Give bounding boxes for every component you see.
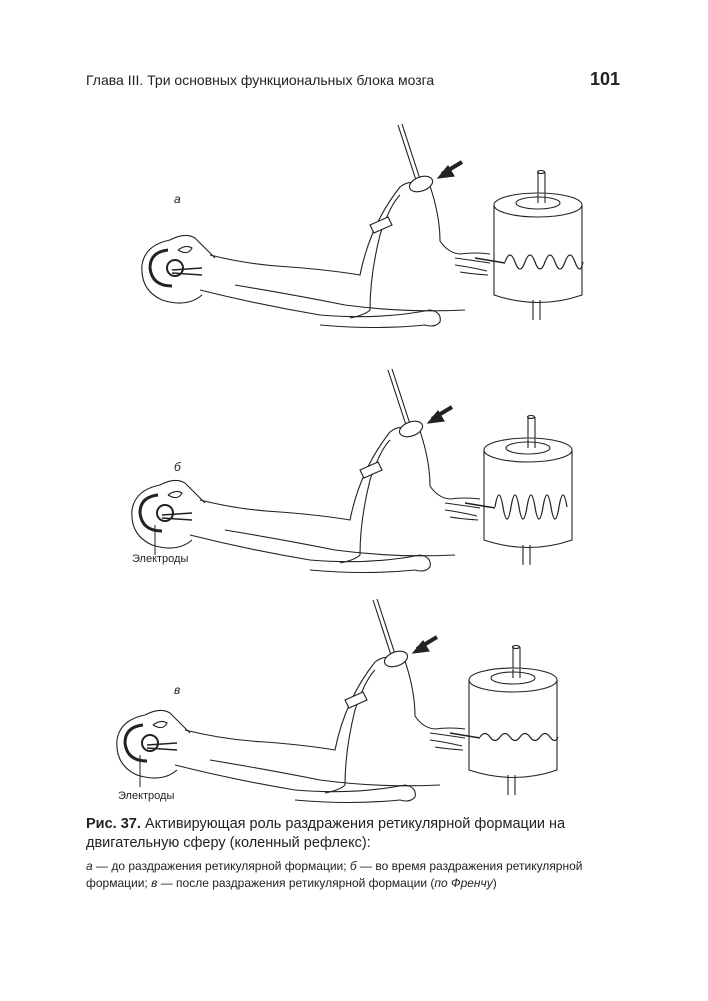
page-number: 101 [589, 69, 620, 89]
reflex-trace-a [504, 254, 584, 270]
panel-b-drawing [129, 367, 575, 575]
legend-text-c: — после раздражения ретикулярной формаци… [157, 876, 435, 890]
electrodes-label-c: Электроды [118, 790, 175, 802]
legend-key-c: в [151, 876, 158, 890]
legend-key-a: а [86, 859, 93, 873]
caption-number: Рис. 37. [86, 816, 141, 832]
panel-label-c: в [174, 683, 181, 697]
panel-label-b: б [174, 460, 181, 474]
legend-text-b: — во время раздражения ретикулярной форм… [86, 859, 583, 890]
caption-text: Активирующая роль раздражения ретикулярн… [86, 816, 566, 851]
legend-text-a: — до раздражения ретикулярной формации; [92, 859, 350, 873]
panel-a-drawing [139, 122, 585, 330]
reflex-trace-b [494, 494, 568, 520]
legend-close: ) [492, 876, 497, 890]
figure-caption: Рис. 37. Активирующая роль раздражения р… [86, 815, 626, 853]
legend-key-b: б [349, 859, 357, 873]
figure-legend: а — до раздражения ретикулярной формации… [86, 858, 626, 892]
panel-c-drawing [114, 597, 560, 805]
electrodes-label-b: Электроды [132, 553, 189, 565]
legend-source: по Френчу [434, 876, 493, 890]
panel-label-a: а [174, 192, 181, 206]
reflex-trace-c [479, 732, 559, 742]
running-title: Глава III. Три основных функциональных б… [86, 72, 435, 88]
